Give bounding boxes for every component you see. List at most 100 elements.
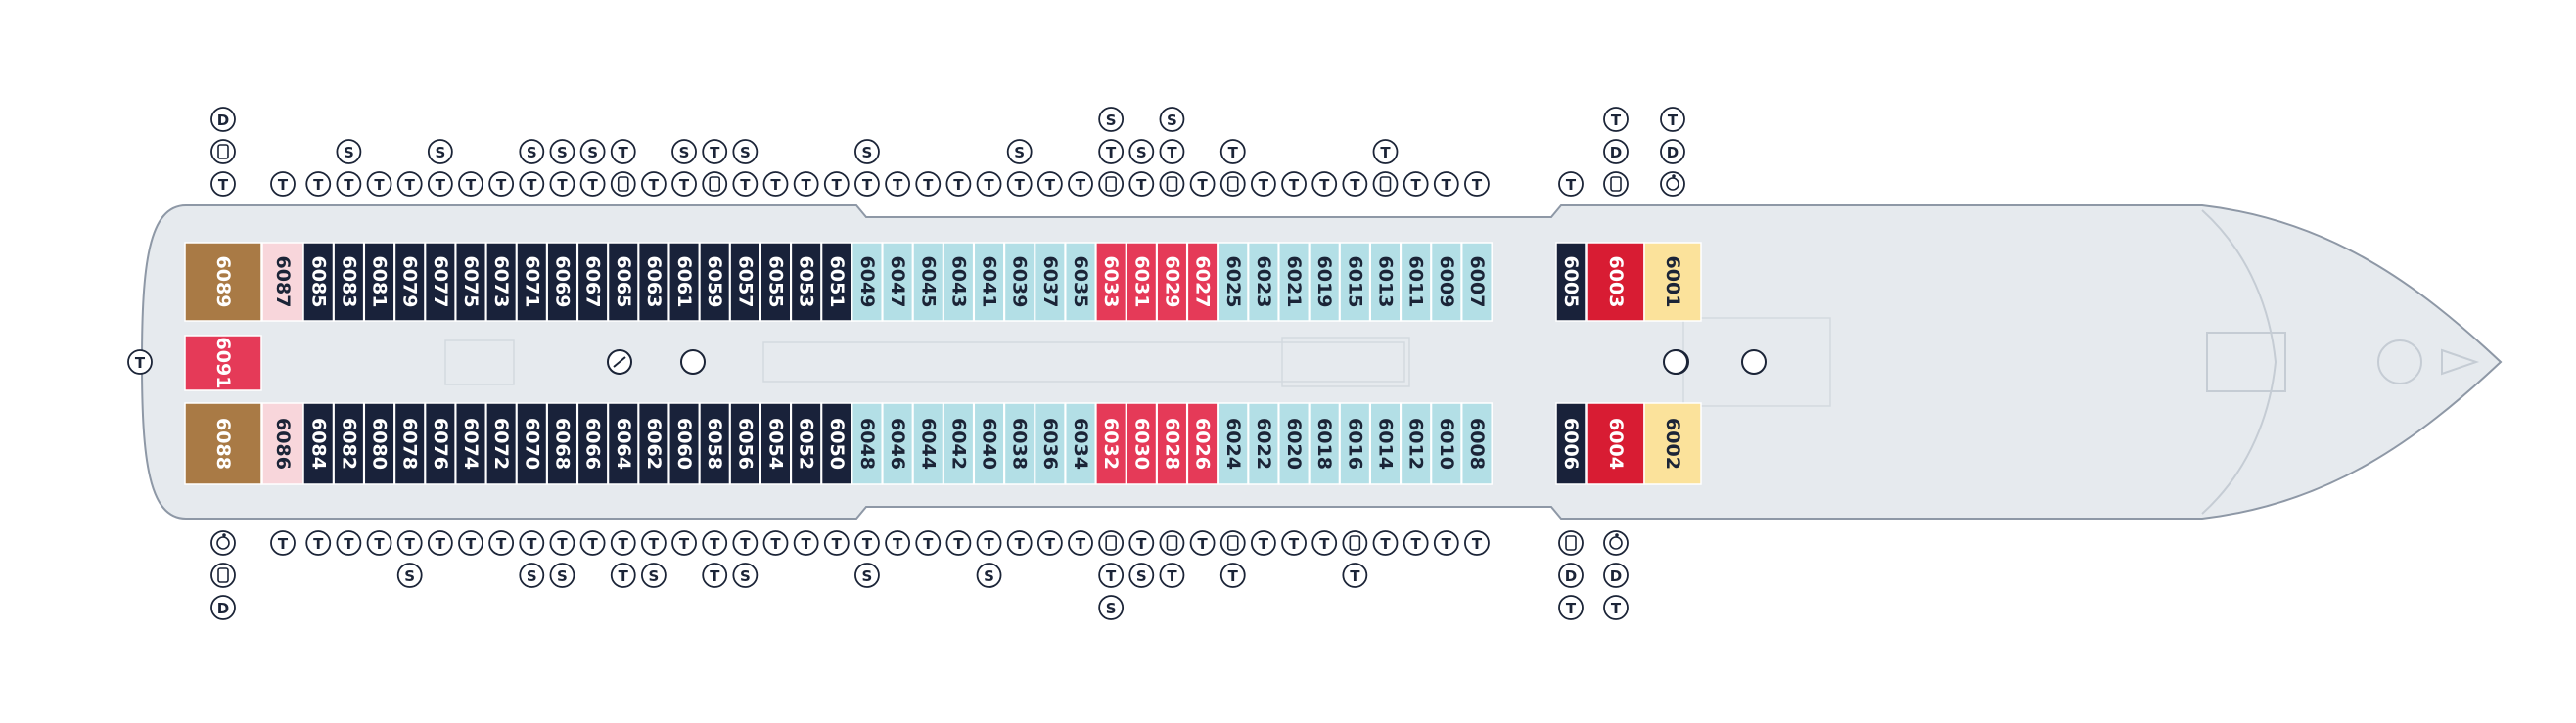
cabin-6011[interactable]: 6011 xyxy=(1400,242,1432,322)
cabin-6038[interactable]: 6038 xyxy=(1003,402,1035,485)
cabin-6082[interactable]: 6082 xyxy=(333,402,365,485)
cabin-6051[interactable]: 6051 xyxy=(820,242,852,322)
cabin-6086[interactable]: 6086 xyxy=(261,402,304,485)
cabin-6061[interactable]: 6061 xyxy=(668,242,701,322)
cabin-6037[interactable]: 6037 xyxy=(1034,242,1066,322)
cabin-6059[interactable]: 6059 xyxy=(699,242,731,322)
cabin-6022[interactable]: 6022 xyxy=(1247,402,1279,485)
twin-bed-icon: T xyxy=(1281,171,1307,197)
cabin-6010[interactable]: 6010 xyxy=(1430,402,1462,485)
cabin-6001[interactable]: 6001 xyxy=(1643,242,1702,322)
cabin-6077[interactable]: 6077 xyxy=(424,242,456,322)
cabin-6058[interactable]: 6058 xyxy=(699,402,731,485)
cabin-6091[interactable]: 6091 xyxy=(184,335,262,391)
cabin-6042[interactable]: 6042 xyxy=(943,402,975,485)
cabin-6023[interactable]: 6023 xyxy=(1247,242,1279,322)
cabin-6065[interactable]: 6065 xyxy=(607,242,639,322)
cabin-6053[interactable]: 6053 xyxy=(790,242,822,322)
cabin-6027[interactable]: 6027 xyxy=(1186,242,1219,322)
cabin-6075[interactable]: 6075 xyxy=(455,242,486,322)
cabin-6081[interactable]: 6081 xyxy=(363,242,395,322)
cabin-6044[interactable]: 6044 xyxy=(912,402,944,485)
cabin-6073[interactable]: 6073 xyxy=(485,242,518,322)
svg-text:T: T xyxy=(1380,535,1391,553)
cabin-6035[interactable]: 6035 xyxy=(1065,242,1096,322)
cabin-6048[interactable]: 6048 xyxy=(851,402,883,485)
cabin-6013[interactable]: 6013 xyxy=(1369,242,1402,322)
cabin-6066[interactable]: 6066 xyxy=(576,402,609,485)
cabin-6030[interactable]: 6030 xyxy=(1126,402,1158,485)
cabin-6047[interactable]: 6047 xyxy=(882,242,914,322)
cabin-6041[interactable]: 6041 xyxy=(973,242,1005,322)
svg-text:D: D xyxy=(217,600,229,617)
cabin-6080[interactable]: 6080 xyxy=(363,402,395,485)
twin-bed-icon: T xyxy=(1189,530,1216,556)
cabin-6088[interactable]: 6088 xyxy=(184,402,262,485)
cabin-6015[interactable]: 6015 xyxy=(1339,242,1371,322)
cabin-6012[interactable]: 6012 xyxy=(1400,402,1432,485)
cabin-6032[interactable]: 6032 xyxy=(1095,402,1127,485)
cabin-6021[interactable]: 6021 xyxy=(1278,242,1311,322)
cabin-6008[interactable]: 6008 xyxy=(1460,402,1493,485)
cabin-6083[interactable]: 6083 xyxy=(333,242,365,322)
cabin-6072[interactable]: 6072 xyxy=(485,402,518,485)
twin-bed-icon: T xyxy=(1219,563,1246,588)
svg-text:T: T xyxy=(527,535,537,553)
cabin-6064[interactable]: 6064 xyxy=(607,402,639,485)
cabin-6089[interactable]: 6089 xyxy=(184,242,262,322)
cabin-6045[interactable]: 6045 xyxy=(912,242,944,322)
cabin-6068[interactable]: 6068 xyxy=(546,402,578,485)
cabin-6031[interactable]: 6031 xyxy=(1126,242,1158,322)
cabin-6087[interactable]: 6087 xyxy=(261,242,304,322)
cabin-6040[interactable]: 6040 xyxy=(973,402,1005,485)
cabin-6039[interactable]: 6039 xyxy=(1003,242,1035,322)
cabin-6063[interactable]: 6063 xyxy=(637,242,669,322)
cabin-6085[interactable]: 6085 xyxy=(302,242,335,322)
cabin-6050[interactable]: 6050 xyxy=(820,402,852,485)
cabin-6074[interactable]: 6074 xyxy=(455,402,486,485)
cabin-6056[interactable]: 6056 xyxy=(729,402,761,485)
cabin-6005[interactable]: 6005 xyxy=(1555,242,1587,322)
cabin-6006[interactable]: 6006 xyxy=(1555,402,1587,485)
twin-bed-icon: T xyxy=(1281,530,1307,556)
cabin-6069[interactable]: 6069 xyxy=(546,242,578,322)
cabin-6043[interactable]: 6043 xyxy=(943,242,975,322)
cabin-6026[interactable]: 6026 xyxy=(1186,402,1219,485)
cabin-6004[interactable]: 6004 xyxy=(1587,402,1645,485)
cabin-6084[interactable]: 6084 xyxy=(302,402,335,485)
twin-bed-icon: T xyxy=(702,563,728,588)
cabin-6078[interactable]: 6078 xyxy=(393,402,426,485)
cabin-6071[interactable]: 6071 xyxy=(516,242,548,322)
cabin-6029[interactable]: 6029 xyxy=(1156,242,1188,322)
cabin-6033[interactable]: 6033 xyxy=(1095,242,1127,322)
cabin-number: 6036 xyxy=(1039,418,1061,470)
cabin-6019[interactable]: 6019 xyxy=(1309,242,1341,322)
cabin-6070[interactable]: 6070 xyxy=(516,402,548,485)
cabin-number: 6076 xyxy=(430,418,451,470)
cabin-6014[interactable]: 6014 xyxy=(1369,402,1402,485)
cabin-6016[interactable]: 6016 xyxy=(1339,402,1371,485)
cabin-6018[interactable]: 6018 xyxy=(1309,402,1341,485)
cabin-6020[interactable]: 6020 xyxy=(1278,402,1311,485)
cabin-6036[interactable]: 6036 xyxy=(1034,402,1066,485)
cabin-6007[interactable]: 6007 xyxy=(1460,242,1493,322)
cabin-6025[interactable]: 6025 xyxy=(1217,242,1249,322)
cabin-6002[interactable]: 6002 xyxy=(1643,402,1702,485)
cabin-6046[interactable]: 6046 xyxy=(882,402,914,485)
cabin-6076[interactable]: 6076 xyxy=(424,402,456,485)
cabin-6034[interactable]: 6034 xyxy=(1065,402,1096,485)
cabin-6060[interactable]: 6060 xyxy=(668,402,701,485)
cabin-6003[interactable]: 6003 xyxy=(1587,242,1645,322)
cabin-6024[interactable]: 6024 xyxy=(1217,402,1249,485)
cabin-6028[interactable]: 6028 xyxy=(1156,402,1188,485)
cabin-6055[interactable]: 6055 xyxy=(759,242,792,322)
cabin-6052[interactable]: 6052 xyxy=(790,402,822,485)
cabin-6054[interactable]: 6054 xyxy=(759,402,792,485)
cabin-6009[interactable]: 6009 xyxy=(1430,242,1462,322)
cabin-6067[interactable]: 6067 xyxy=(576,242,609,322)
cabin-6079[interactable]: 6079 xyxy=(393,242,426,322)
cabin-6049[interactable]: 6049 xyxy=(851,242,883,322)
cabin-6057[interactable]: 6057 xyxy=(729,242,761,322)
cabin-6062[interactable]: 6062 xyxy=(637,402,669,485)
